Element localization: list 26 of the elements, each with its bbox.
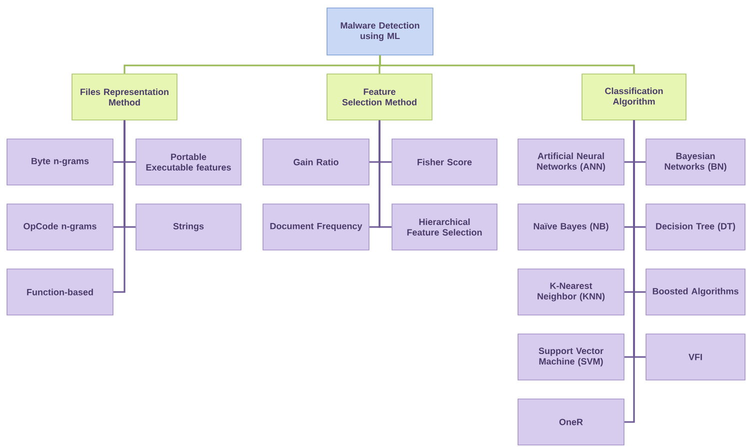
category-box: Files Representation Method (72, 74, 178, 120)
method-box: Support Vector Machine (SVM) (518, 334, 624, 380)
method-box: Hierarchical Feature Selection (392, 204, 498, 250)
connector-line (624, 120, 635, 423)
method-box: VFI (646, 334, 746, 380)
category-box: Feature Selection Method (326, 74, 432, 120)
method-box: K-Nearest Neighbor (KNN) (518, 268, 624, 316)
method-box: Function-based (6, 268, 114, 316)
connector-line (113, 120, 126, 293)
method-box: Byte n-grams (6, 138, 114, 186)
method-box: Fisher Score (392, 138, 498, 186)
method-box: Strings (136, 204, 242, 250)
method-box: Boosted Algorithms (646, 268, 746, 316)
method-box: Portable Executable features (136, 138, 242, 186)
category-box: Classification Algorithm (582, 74, 686, 120)
connector-line (378, 120, 392, 228)
root-box: Malware Detection using ML (326, 8, 434, 56)
method-box: Decision Tree (DT) (646, 204, 746, 250)
method-box: Bayesian Networks (BN) (646, 138, 746, 186)
method-box: Artificial Neural Networks (ANN) (518, 138, 624, 186)
method-box: Document Frequency (262, 204, 370, 250)
method-box: OneR (518, 398, 624, 446)
method-box: OpCode n-grams (6, 204, 114, 250)
connector-line (379, 55, 635, 74)
method-box: Gain Ratio (262, 138, 370, 186)
method-box: Naïve Bayes (NB) (518, 204, 624, 250)
